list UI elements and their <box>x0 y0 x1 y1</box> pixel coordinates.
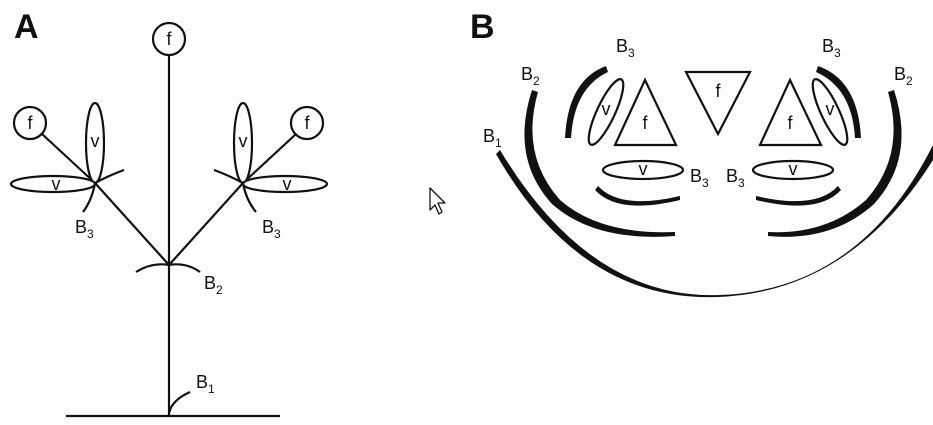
panel-b-left-horizontal-v-label: v <box>639 159 648 179</box>
panel-b-b3-left-lower-label: B3 <box>690 166 709 190</box>
panel-b-right-flower-label: f <box>787 113 793 133</box>
panel-b: B B1 B2 B2 B3 B3 B3 B3 v v v v f <box>470 8 933 298</box>
bract-b1-label: B1 <box>196 372 215 396</box>
bract-b3-left-lower <box>595 186 680 206</box>
panel-b-right-horizontal-v <box>751 159 835 181</box>
right-branch <box>168 182 244 266</box>
right-flower-label: f <box>304 113 310 133</box>
left-b3-label: B3 <box>75 217 94 241</box>
left-branch <box>94 182 170 266</box>
panel-b-right-horizontal-v-label: v <box>789 159 798 179</box>
panel-a-label: A <box>14 8 39 46</box>
bract-b3-right-upper <box>816 66 861 138</box>
left-flower-label: f <box>27 113 33 133</box>
bract-b2-label: B2 <box>204 273 223 297</box>
panel-b-b3-right-lower-label: B3 <box>726 166 745 190</box>
panel-b-b2-left-label: B2 <box>521 64 540 88</box>
left-flower <box>12 105 48 141</box>
bract-b3-right-lower <box>756 186 841 206</box>
panel-a: A f B1 B2 f v v B3 f v v <box>9 8 329 418</box>
right-flower-stalk <box>242 133 297 184</box>
right-b3-bract-lower <box>241 182 257 213</box>
terminal-flower <box>151 21 187 57</box>
panel-b-left-flower-triangle <box>613 77 678 147</box>
panel-b-right-flower-triangle <box>758 77 823 147</box>
panel-b-b2-right-label: B2 <box>894 64 913 88</box>
right-horizontal-v-label: v <box>283 174 292 194</box>
bract-b2-right <box>768 90 902 237</box>
left-vertical-v-label: v <box>91 131 100 151</box>
panel-b-left-tilted-v <box>587 78 625 146</box>
right-b3-bract-upper <box>213 168 244 184</box>
panel-b-center-flower-label: f <box>715 81 721 101</box>
terminal-flower-label: f <box>166 29 172 49</box>
panel-b-right-tilted-v-label: v <box>826 99 835 119</box>
bract-b1-outer <box>496 145 933 298</box>
panel-b-b1-label: B1 <box>483 126 502 150</box>
panel-b-left-horizontal-v <box>601 159 685 181</box>
panel-b-label: B <box>470 8 495 46</box>
bract-b3-left-upper <box>565 66 608 138</box>
panel-b-center-flower-triangle <box>684 70 752 137</box>
panel-b-b3-left-upper-label: B3 <box>616 36 635 60</box>
left-flower-stalk <box>41 133 96 184</box>
bract-b2-left <box>135 263 170 273</box>
right-flower <box>289 105 325 141</box>
arrow-pointer-icon <box>429 187 446 215</box>
right-b3-label: B3 <box>262 217 281 241</box>
panel-b-right-tilted-v <box>811 78 849 146</box>
panel-b-left-tilted-v-label: v <box>602 99 611 119</box>
left-horizontal-v-label: v <box>52 174 61 194</box>
panel-b-b3-right-upper-label: B3 <box>822 36 841 60</box>
panel-b-left-flower-label: f <box>642 113 648 133</box>
right-vertical-v-label: v <box>239 131 248 151</box>
left-b3-bract-lower <box>82 182 97 213</box>
bract-b1 <box>167 390 191 414</box>
left-b3-bract-upper <box>94 168 125 184</box>
bract-b2-right <box>168 263 201 273</box>
